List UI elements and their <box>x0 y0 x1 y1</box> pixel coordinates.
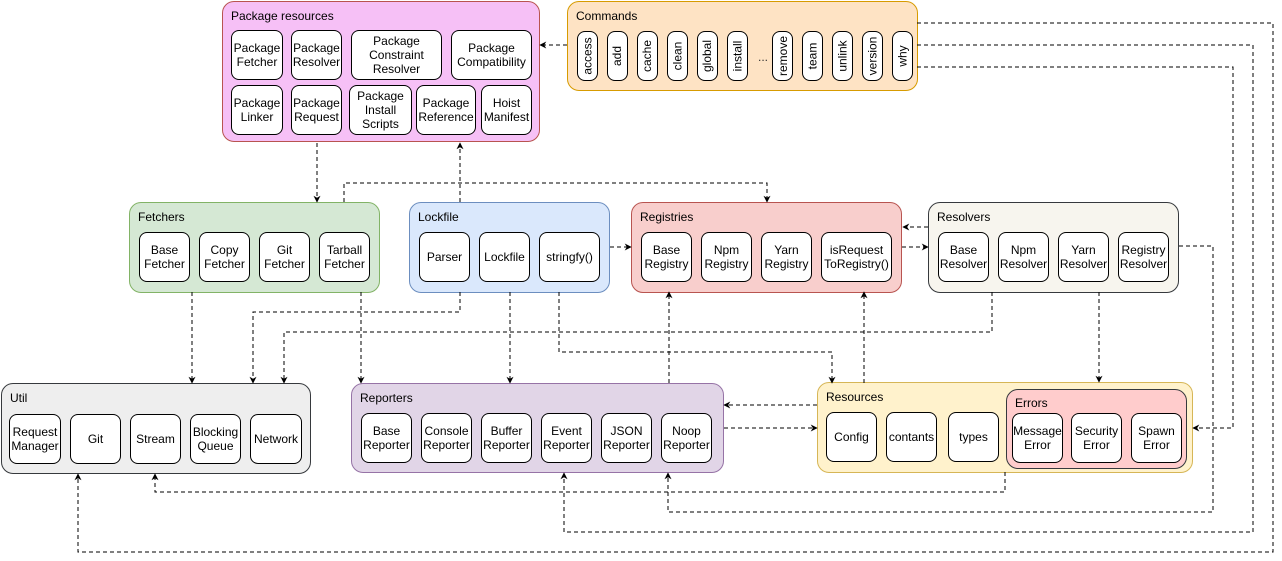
group-title: Errors <box>1015 396 1048 410</box>
group-title: Package resources <box>231 9 334 23</box>
group-title: Registries <box>640 210 694 224</box>
command-label: global <box>700 39 715 73</box>
command-unlink[interactable]: unlink <box>832 31 853 81</box>
node-stream[interactable]: Stream <box>130 414 181 464</box>
command-version[interactable]: version <box>862 31 883 81</box>
group-title: Fetchers <box>138 210 185 224</box>
command-clean[interactable]: clean <box>667 31 688 81</box>
command-label: why <box>895 45 910 67</box>
node-base-registry[interactable]: Base Registry <box>641 232 692 282</box>
node-security-error[interactable]: Security Error <box>1071 413 1122 463</box>
command-access[interactable]: access <box>577 31 598 81</box>
command-cache[interactable]: cache <box>637 31 658 81</box>
node-hoist-manifest[interactable]: Hoist Manifest <box>481 85 532 135</box>
node-package-compatibility[interactable]: Package Compatibility <box>451 30 532 80</box>
node-package-constraint-resolver[interactable]: Package Constraint Resolver <box>351 30 442 80</box>
command-label: clean <box>670 41 685 71</box>
edge-lockfile-to-resources <box>558 292 836 384</box>
command-label: cache <box>640 39 655 73</box>
command-global[interactable]: global <box>697 31 718 81</box>
command-label: access <box>580 37 595 75</box>
edge-resources-to-util <box>151 472 1006 493</box>
node-request-manager[interactable]: Request Manager <box>9 414 61 464</box>
group-title: Reporters <box>360 391 413 405</box>
node-is-request-to-registry[interactable]: isRequest ToRegistry() <box>821 232 892 282</box>
group-title: Resources <box>826 390 884 404</box>
group-title: Util <box>10 391 28 405</box>
node-json-reporter[interactable]: JSON Reporter <box>601 413 652 463</box>
node-network[interactable]: Network <box>250 414 302 464</box>
node-git-fetcher[interactable]: Git Fetcher <box>259 232 310 282</box>
node-event-reporter[interactable]: Event Reporter <box>541 413 592 463</box>
node-config[interactable]: Config <box>826 412 877 462</box>
command-install[interactable]: install <box>727 31 748 81</box>
node-package-linker[interactable]: Package Linker <box>231 85 283 135</box>
node-npm-resolver[interactable]: Npm Resolver <box>998 232 1049 282</box>
node-message-error[interactable]: Message Error <box>1012 413 1063 463</box>
node-base-reporter[interactable]: Base Reporter <box>361 413 412 463</box>
commands-ellipsis: ... <box>758 50 769 64</box>
command-label: unlink <box>835 40 850 72</box>
command-label: remove <box>775 35 790 77</box>
group-title: Commands <box>576 9 638 23</box>
node-package-resolver[interactable]: Package Resolver <box>291 30 342 80</box>
command-label: install <box>730 40 745 72</box>
node-package-install-scripts[interactable]: Package Install Scripts <box>349 85 412 135</box>
command-label: add <box>610 45 625 67</box>
node-yarn-resolver[interactable]: Yarn Resolver <box>1058 232 1109 282</box>
node-npm-registry[interactable]: Npm Registry <box>701 232 752 282</box>
node-git[interactable]: Git <box>70 414 121 464</box>
node-buffer-reporter[interactable]: Buffer Reporter <box>481 413 532 463</box>
edge-resolvers-to-util <box>280 292 993 384</box>
command-why[interactable]: why <box>892 31 913 81</box>
node-yarn-registry[interactable]: Yarn Registry <box>761 232 812 282</box>
command-remove[interactable]: remove <box>772 31 793 81</box>
node-contants[interactable]: contants <box>886 412 937 462</box>
node-copy-fetcher[interactable]: Copy Fetcher <box>199 232 250 282</box>
command-label: team <box>805 42 820 70</box>
node-package-request[interactable]: Package Request <box>291 85 342 135</box>
node-lockfile[interactable]: Lockfile <box>479 232 530 282</box>
edge-lockfile-to-util-a <box>249 292 461 384</box>
node-noop-reporter[interactable]: Noop Reporter <box>661 413 712 463</box>
command-add[interactable]: add <box>607 31 628 81</box>
node-stringfy[interactable]: stringfy() <box>539 232 600 282</box>
node-console-reporter[interactable]: Console Reporter <box>421 413 472 463</box>
node-base-resolver[interactable]: Base Resolver <box>938 232 989 282</box>
node-types[interactable]: types <box>948 412 999 462</box>
node-parser[interactable]: Parser <box>419 232 470 282</box>
node-base-fetcher[interactable]: Base Fetcher <box>139 232 190 282</box>
node-package-reference[interactable]: Package Reference <box>416 85 476 135</box>
node-spawn-error[interactable]: Spawn Error <box>1131 413 1182 463</box>
group-title: Resolvers <box>937 210 991 224</box>
node-tarball-fetcher[interactable]: Tarball Fetcher <box>319 232 370 282</box>
node-registry-resolver[interactable]: Registry Resolver <box>1118 232 1169 282</box>
command-team[interactable]: team <box>802 31 823 81</box>
command-label: version <box>865 36 880 76</box>
edge-fetchers-to-registries <box>343 182 771 203</box>
node-blocking-queue[interactable]: Blocking Queue <box>190 414 241 464</box>
node-package-fetcher[interactable]: Package Fetcher <box>231 30 283 80</box>
group-title: Lockfile <box>418 210 459 224</box>
